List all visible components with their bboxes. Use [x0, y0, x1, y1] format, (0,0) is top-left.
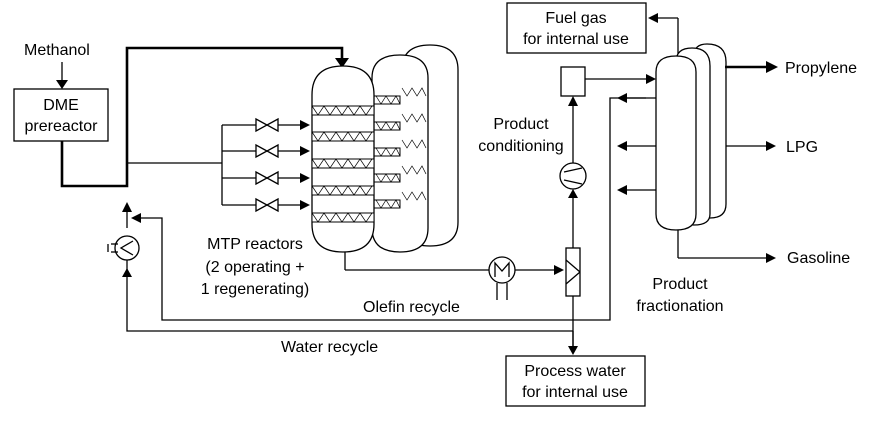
dme-prereactor: DME prereactor: [13, 88, 109, 142]
lpg-label: LPG: [786, 139, 818, 156]
valve-manifold: [221, 117, 310, 213]
gasoline-label: Gasoline: [787, 250, 850, 267]
product-fractionation-label-line2: fractionation: [636, 298, 723, 315]
dme-to-reactor-line: [60, 46, 344, 188]
methanol-label: Methanol: [24, 42, 90, 59]
compressor: [559, 162, 587, 190]
process-water-label-line2: for internal use: [522, 384, 628, 401]
mtp-reactors-label-line3: 1 regenerating): [201, 281, 310, 298]
olefin-recycle-label: Olefin recycle: [363, 299, 460, 316]
product-conditioning-unit: [560, 66, 586, 97]
water-recycle-label: Water recycle: [281, 339, 378, 356]
mtp-reactors-label-line1: MTP reactors: [207, 236, 303, 253]
product-fractionation-columns: [655, 43, 727, 231]
valve-icon: [255, 117, 279, 133]
process-water-box: Process water for internal use: [505, 355, 646, 407]
dme-prereactor-label-line1: DME: [43, 97, 79, 114]
dme-prereactor-label-line2: prereactor: [25, 118, 99, 135]
mtp-reactors-label-line2: (2 operating +: [205, 259, 304, 276]
separator: [565, 247, 581, 297]
valve-icon: [255, 197, 279, 213]
valve-icon: [255, 170, 279, 186]
mtp-reactors: [311, 44, 459, 253]
process-water-label-line1: Process water: [524, 363, 626, 380]
product-fractionation-label-line1: Product: [652, 276, 708, 293]
propylene-label: Propylene: [785, 60, 857, 77]
product-cooler: [488, 256, 516, 300]
heat-exchanger-icon: [107, 235, 140, 261]
water-recycle-line: [126, 278, 573, 332]
fuel-gas-box: Fuel gas for internal use: [506, 2, 647, 54]
fuel-gas-label-line2: for internal use: [523, 31, 629, 48]
fuel-gas-label-line1: Fuel gas: [545, 10, 606, 27]
product-conditioning-label-line1: Product: [493, 116, 549, 133]
product-conditioning-label-line2: conditioning: [478, 138, 563, 155]
olefin-recycle-line: [140, 97, 646, 321]
valve-icon: [255, 143, 279, 159]
